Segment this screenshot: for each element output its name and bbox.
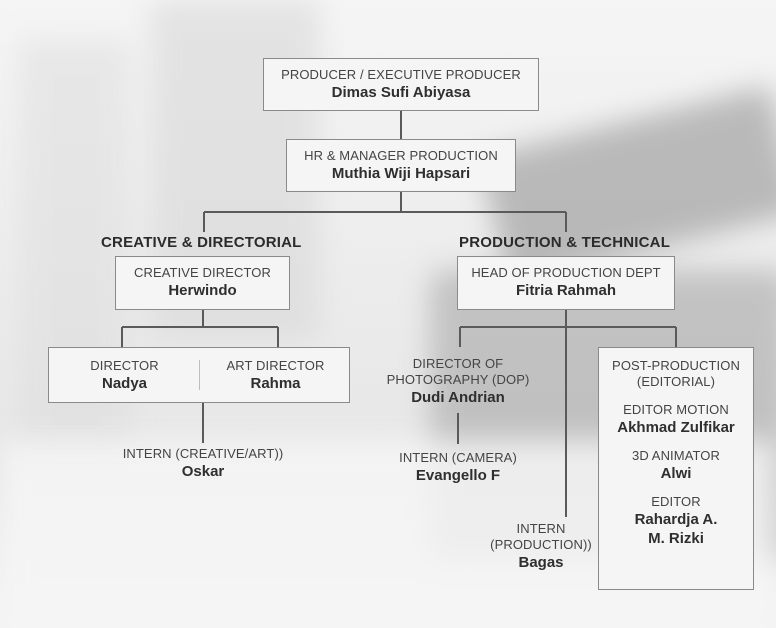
creative-intern-name: Oskar (181, 463, 225, 480)
post-production-title-line1: POST-PRODUCTION (612, 358, 740, 373)
production-intern-role-line2: (PRODUCTION)) (490, 537, 592, 552)
creative-department-title: CREATIVE & DIRECTORIAL (101, 234, 302, 251)
director-name: Nadya (101, 375, 148, 392)
animator-role: 3D ANIMATOR (631, 448, 721, 463)
animator-name: Alwi (660, 465, 692, 482)
head-of-production-role: HEAD OF PRODUCTION DEPT (471, 265, 661, 280)
dop-name: Dudi Andrian (411, 389, 505, 406)
creative-director-name: Herwindo (168, 282, 237, 299)
editor-motion-role: EDITOR MOTION (623, 402, 729, 417)
production-department-title: PRODUCTION & TECHNICAL (459, 234, 671, 251)
editor-role: EDITOR (651, 494, 701, 509)
director-entry: DIRECTOR Nadya (49, 348, 200, 402)
dop-role-line2: PHOTOGRAPHY (DOP) (386, 372, 530, 387)
production-intern-role-line1: INTERN (516, 521, 566, 536)
producer-role: PRODUCER / EXECUTIVE PRODUCER (281, 67, 521, 82)
creative-intern: INTERN (CREATIVE/ART)) Oskar (103, 446, 303, 481)
divider (199, 360, 200, 390)
producer-name: Dimas Sufi Abiyasa (331, 84, 471, 101)
creative-director-box: CREATIVE DIRECTOR Herwindo (115, 256, 290, 310)
production-intern: INTERN (PRODUCTION)) Bagas (486, 521, 596, 572)
camera-intern-name: Evangello F (415, 467, 501, 484)
dop-role-line1: DIRECTOR OF (412, 356, 504, 371)
camera-intern-role: INTERN (CAMERA) (399, 450, 517, 465)
director-art-director-box: DIRECTOR Nadya ART DIRECTOR Rahma (48, 347, 350, 403)
art-director-role: ART DIRECTOR (226, 358, 325, 373)
hr-role: HR & MANAGER PRODUCTION (304, 148, 498, 163)
editor-motion-name: Akhmad Zulfikar (617, 419, 735, 436)
camera-intern: INTERN (CAMERA) Evangello F (388, 450, 528, 485)
art-director-entry: ART DIRECTOR Rahma (200, 348, 351, 402)
creative-director-role: CREATIVE DIRECTOR (133, 265, 271, 280)
producer-box: PRODUCER / EXECUTIVE PRODUCER Dimas Sufi… (263, 58, 539, 111)
production-intern-name: Bagas (518, 554, 564, 571)
editor-name-line2: M. Rizki (648, 530, 704, 547)
hr-manager-box: HR & MANAGER PRODUCTION Muthia Wiji Haps… (286, 139, 516, 192)
post-production-title-line2: (EDITORIAL) (636, 374, 716, 389)
editor-name-line1: Rahardja A. (634, 511, 718, 528)
hr-name: Muthia Wiji Hapsari (331, 165, 471, 182)
director-role: DIRECTOR (90, 358, 159, 373)
post-production-box: POST-PRODUCTION (EDITORIAL) EDITOR MOTIO… (598, 347, 754, 590)
art-director-name: Rahma (250, 375, 301, 392)
head-of-production-box: HEAD OF PRODUCTION DEPT Fitria Rahmah (457, 256, 675, 310)
dop-entry: DIRECTOR OF PHOTOGRAPHY (DOP) Dudi Andri… (378, 356, 538, 407)
creative-intern-role: INTERN (CREATIVE/ART)) (122, 446, 284, 461)
head-of-production-name: Fitria Rahmah (515, 282, 617, 299)
